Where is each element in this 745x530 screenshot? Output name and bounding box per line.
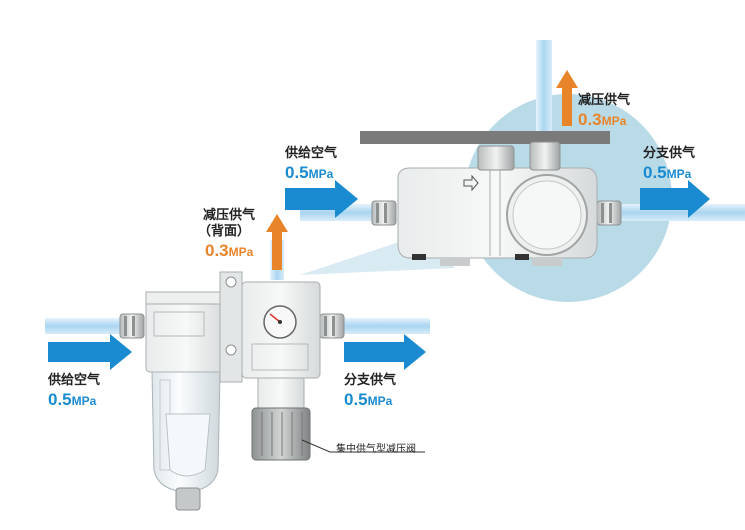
bottom-supply-label: 供给空气 xyxy=(48,372,101,387)
bottom-reduced-value: 0.3MPa xyxy=(205,241,254,260)
arrow-bottom-branch xyxy=(344,334,426,370)
arrow-bottom-supply xyxy=(48,334,132,370)
top-branch-label: 分支供气 xyxy=(643,145,696,160)
top-reduced-value: 0.3MPa xyxy=(578,110,627,129)
top-branch-value: 0.5MPa xyxy=(643,163,692,182)
bottom-reduced-sublabel: （背面） xyxy=(198,223,251,238)
top-supply-value: 0.5MPa xyxy=(285,163,334,182)
bottom-supply-value: 0.5MPa xyxy=(48,390,97,409)
callout-leader xyxy=(301,439,425,453)
mounting-panel xyxy=(360,131,610,144)
bottom-filter-regulator-unit xyxy=(119,271,345,511)
top-reduced-label: 减压供气 xyxy=(578,92,631,107)
arrow-top-branch xyxy=(640,180,710,218)
bottom-branch-value: 0.5MPa xyxy=(344,390,393,409)
bottom-reduced-label: 减压供气 xyxy=(203,207,256,222)
arrow-top-supply xyxy=(285,180,358,218)
arrow-top-reduced xyxy=(556,70,578,126)
bottom-branch-label: 分支供气 xyxy=(344,372,397,387)
callout-label: 集中供气型减压阀 xyxy=(336,444,416,455)
top-supply-label: 供给空气 xyxy=(285,145,338,160)
top-regulator-unit xyxy=(371,141,622,266)
arrow-bottom-reduced xyxy=(266,214,288,270)
